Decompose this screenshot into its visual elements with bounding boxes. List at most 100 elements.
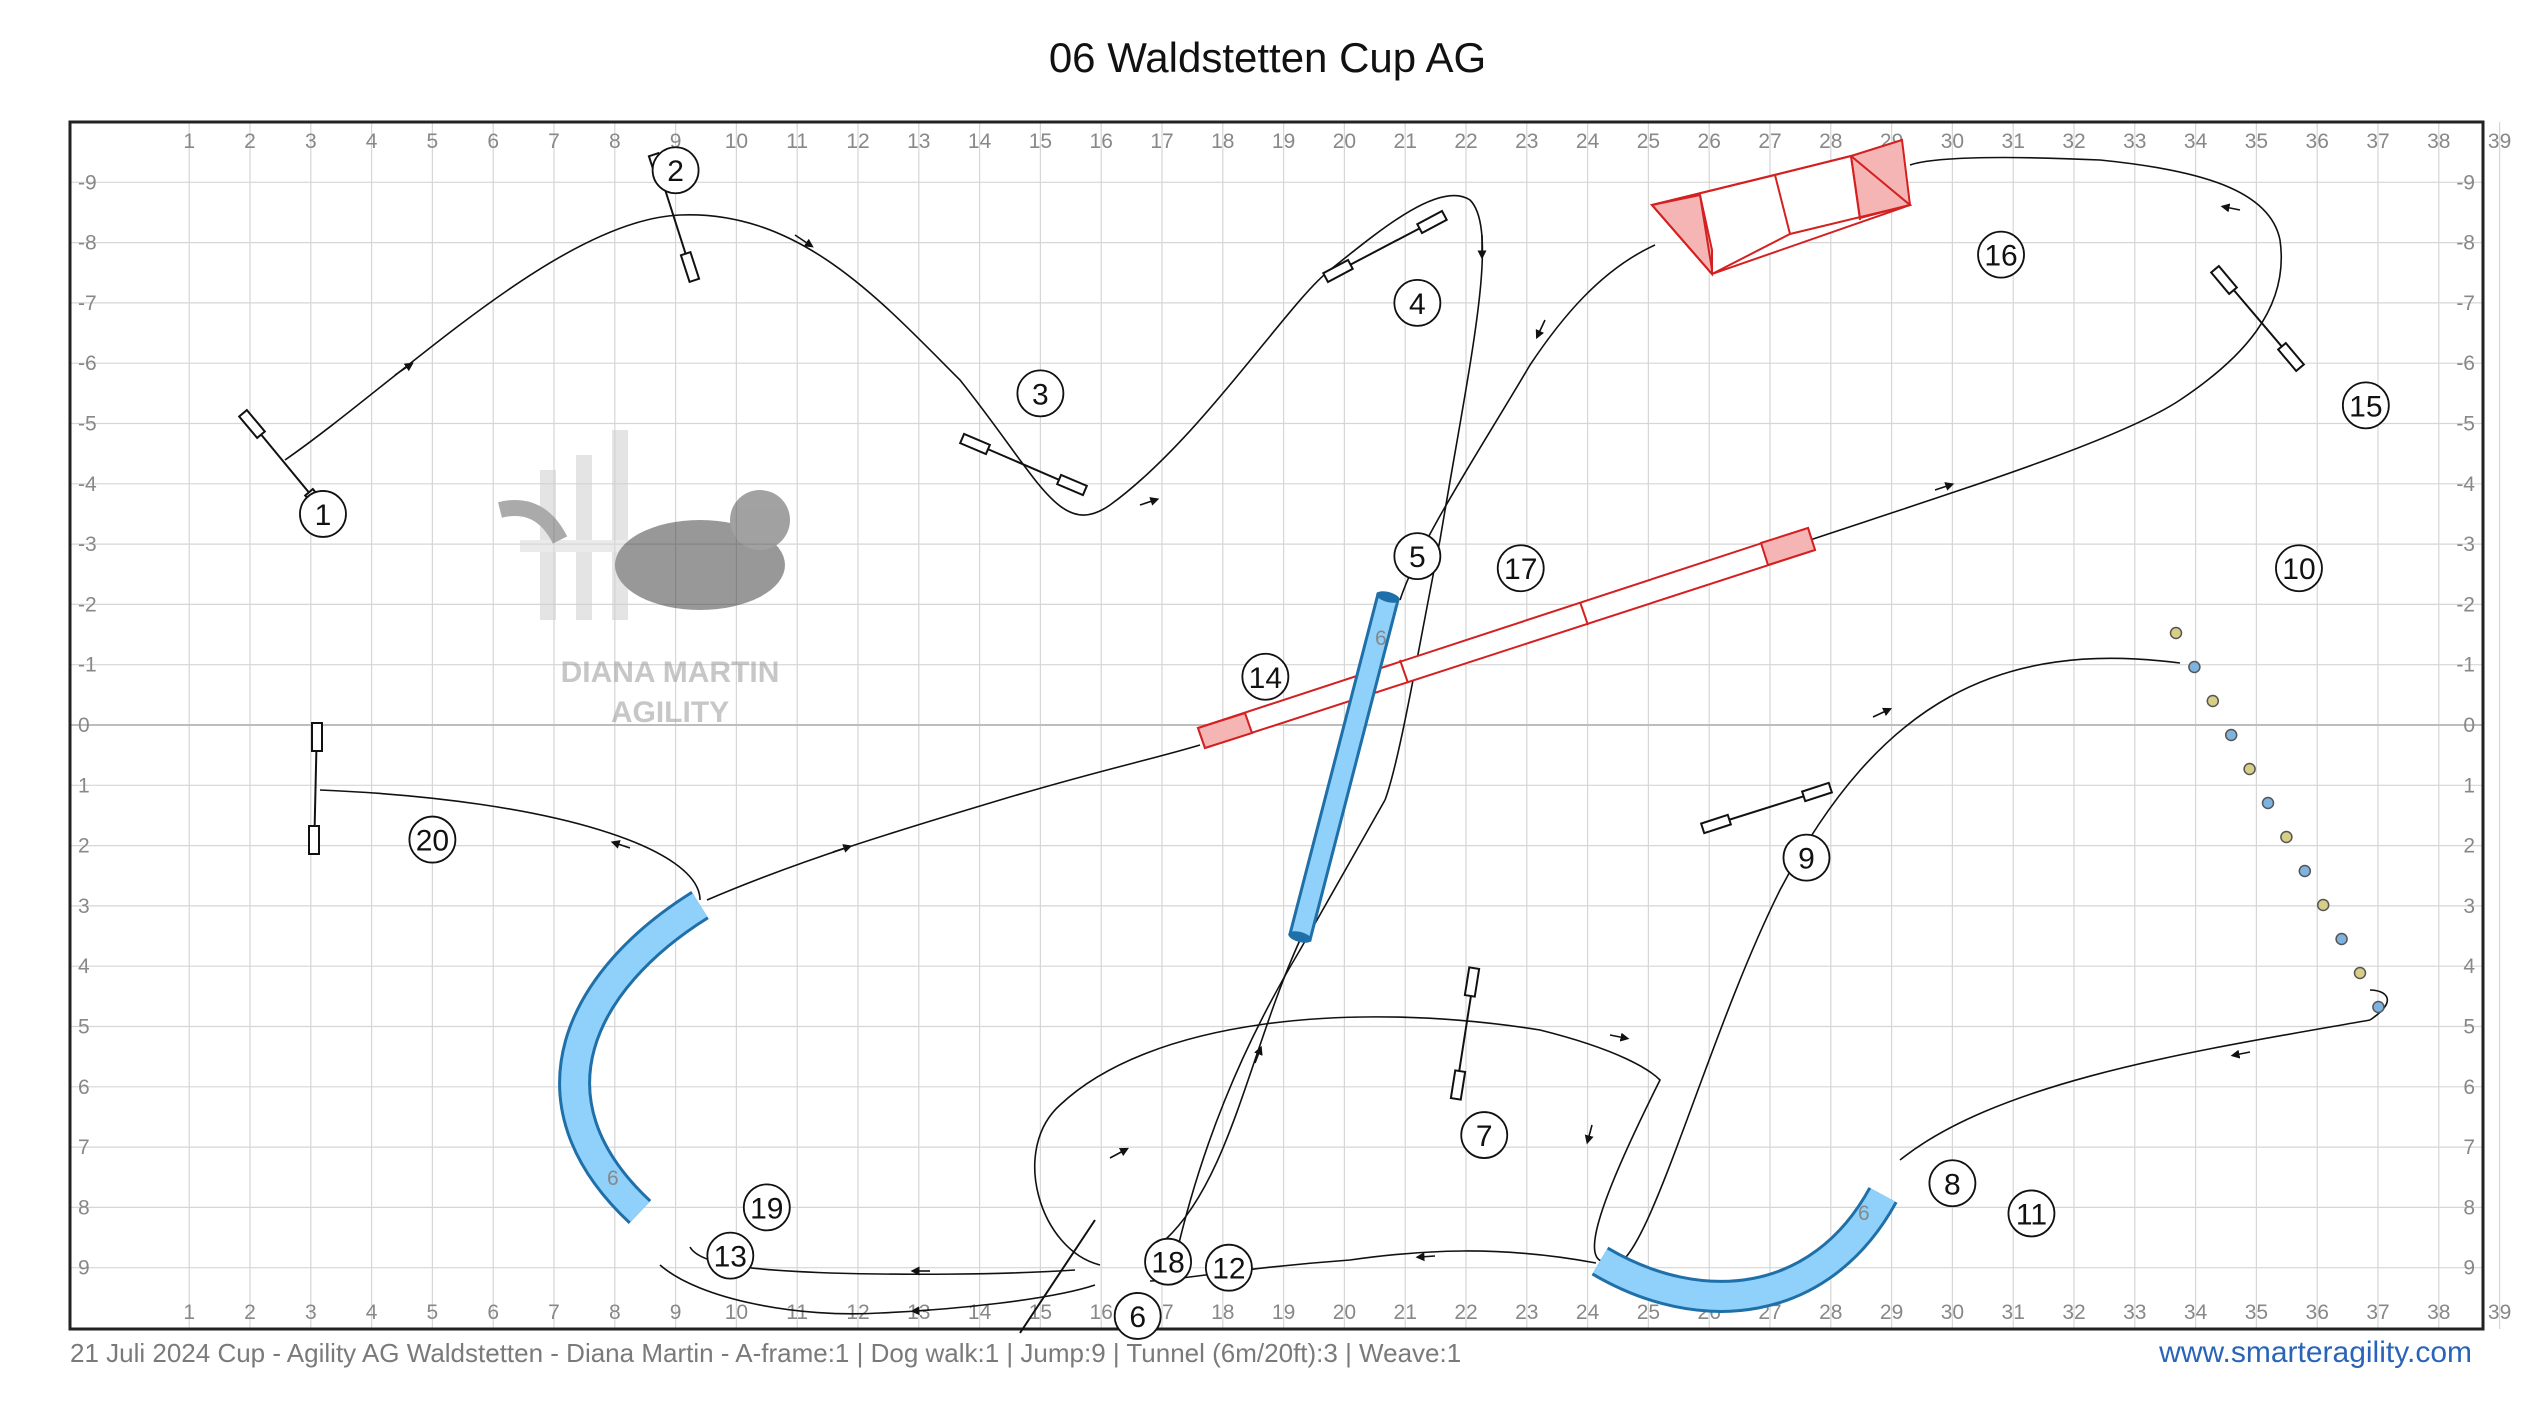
x-tick-top: 6 (487, 130, 499, 153)
y-tick-left: -5 (78, 413, 97, 436)
x-tick-bottom: 15 (1029, 1301, 1052, 1324)
y-tick-right: 9 (2463, 1257, 2475, 1280)
y-tick-left: 5 (78, 1016, 90, 1039)
x-tick-top: 20 (1333, 130, 1356, 153)
x-tick-top: 19 (1272, 130, 1295, 153)
obstacle-number-1: 1 (299, 490, 347, 538)
x-tick-bottom: 9 (670, 1301, 682, 1324)
x-tick-bottom: 1 (183, 1301, 195, 1324)
jump-6 (1019, 1219, 1096, 1334)
number-circle (1113, 1292, 1162, 1340)
y-tick-left: -2 (78, 593, 97, 616)
y-tick-right: 5 (2463, 1016, 2475, 1039)
x-tick-top: 39 (2488, 130, 2511, 153)
dog-path (284, 156, 2389, 1315)
x-tick-top: 27 (1758, 130, 1781, 153)
x-tick-bottom: 33 (2123, 1301, 2146, 1324)
y-tick-right: 2 (2463, 835, 2475, 858)
x-tick-top: 9 (670, 130, 682, 153)
number-label: 8 (1944, 1168, 1961, 1201)
axis-ticks: 1122334455667788991010111112121313141415… (78, 130, 2511, 1324)
number-circle (1204, 1243, 1253, 1292)
grid-lines (70, 122, 2501, 1329)
number-label: 10 (2282, 553, 2315, 586)
number-label: 3 (1032, 378, 1049, 411)
jump-20 (308, 722, 323, 856)
x-tick-top: 38 (2427, 130, 2450, 153)
watermark-line2: AGILITY (611, 696, 729, 729)
number-label: 12 (1212, 1253, 1245, 1286)
weave-pole (2353, 966, 2367, 980)
x-tick-bottom: 7 (548, 1301, 560, 1324)
y-tick-left: -6 (78, 352, 97, 375)
jump-4 (1321, 209, 1449, 284)
number-circle (706, 1231, 755, 1280)
x-tick-bottom: 10 (725, 1301, 748, 1324)
y-tick-right: -2 (2456, 593, 2475, 616)
number-circle (1241, 652, 1290, 701)
obstacle-number-2: 2 (651, 146, 700, 195)
weave-pole (2188, 660, 2201, 674)
number-label: 1 (315, 499, 332, 532)
x-tick-top: 23 (1515, 130, 1538, 153)
number-circle (299, 490, 347, 538)
y-tick-right: 7 (2463, 1136, 2475, 1159)
number-label: 15 (2349, 390, 2382, 423)
number-circle (1496, 544, 1545, 593)
obstacle-number-17: 17 (1496, 544, 1545, 593)
x-tick-top: 32 (2062, 130, 2085, 153)
tunnel-8-length: 6 (1858, 1202, 1870, 1225)
x-tick-bottom: 18 (1211, 1301, 1234, 1324)
y-tick-left: -9 (78, 171, 97, 194)
x-tick-bottom: 36 (2306, 1301, 2329, 1324)
y-tick-left: 2 (78, 835, 90, 858)
tunnel-5-length: 6 (1375, 627, 1387, 650)
x-tick-top: 10 (725, 130, 748, 153)
weave-pole (2280, 830, 2293, 844)
y-tick-right: -5 (2456, 413, 2475, 436)
number-label: 5 (1409, 541, 1426, 574)
obstacle-number-19: 19 (742, 1183, 791, 1232)
obstacle-number-10: 10 (2275, 544, 2323, 593)
tunnel-19: 6 (558, 891, 709, 1225)
x-tick-top: 15 (1029, 130, 1052, 153)
number-circle (1393, 532, 1442, 581)
x-tick-bottom: 4 (366, 1301, 378, 1324)
weave-pole (2316, 898, 2330, 912)
x-tick-top: 3 (305, 130, 317, 153)
y-tick-right: -1 (2456, 654, 2475, 677)
x-tick-top: 30 (1941, 130, 1964, 153)
y-tick-right: 8 (2463, 1196, 2475, 1219)
x-tick-bottom: 30 (1941, 1301, 1964, 1324)
x-tick-bottom: 29 (1880, 1301, 1903, 1324)
path-arrows (394, 203, 2251, 1316)
x-tick-bottom: 28 (1819, 1301, 1842, 1324)
website-link[interactable]: www.smarteragility.com (2159, 1336, 2472, 1369)
y-tick-right: -6 (2456, 352, 2475, 375)
y-tick-left: -4 (78, 473, 97, 496)
y-tick-right: 4 (2463, 955, 2475, 978)
number-circle (1977, 230, 2025, 279)
x-tick-top: 22 (1454, 130, 1477, 153)
x-tick-top: 18 (1211, 130, 1234, 153)
x-tick-bottom: 11 (786, 1301, 808, 1324)
x-tick-bottom: 24 (1576, 1301, 1600, 1324)
x-tick-top: 28 (1819, 130, 1842, 153)
x-tick-bottom: 8 (609, 1301, 621, 1324)
number-label: 4 (1409, 288, 1426, 321)
x-tick-bottom: 37 (2366, 1301, 2389, 1324)
obstacle-number-4: 4 (1393, 278, 1442, 327)
x-tick-top: 12 (846, 130, 869, 153)
y-tick-left: 6 (78, 1076, 90, 1099)
x-tick-bottom: 32 (2062, 1301, 2085, 1324)
number-circle (2341, 381, 2390, 430)
x-tick-bottom: 25 (1637, 1301, 1660, 1324)
jump-obstacles (237, 151, 2306, 1334)
a-frame (1650, 138, 1913, 277)
x-tick-top: 24 (1576, 130, 1600, 153)
number-label: 19 (750, 1192, 783, 1225)
y-tick-right: -7 (2456, 292, 2475, 315)
obstacle-number-12: 12 (1204, 1243, 1253, 1292)
y-tick-left: 4 (78, 955, 90, 978)
